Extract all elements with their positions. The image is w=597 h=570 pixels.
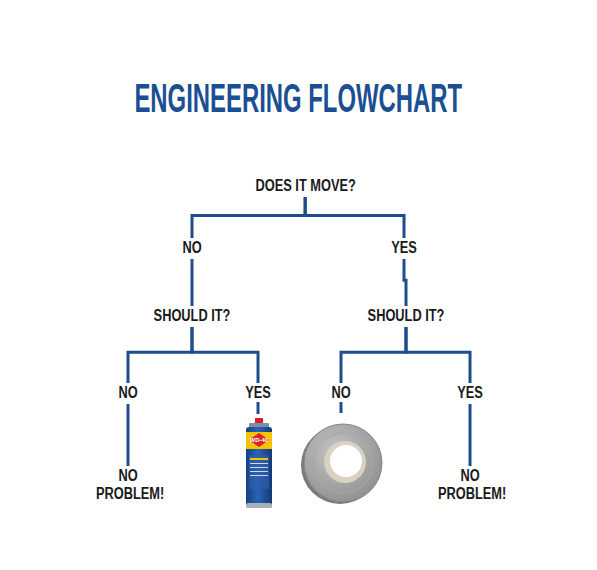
flow-text-node: SHOULD IT? bbox=[368, 307, 445, 325]
node-text: DOES IT MOVE? bbox=[255, 177, 355, 195]
flow-connector bbox=[191, 259, 194, 306]
flow-connector bbox=[128, 327, 192, 383]
node-text: NO PROBLEM! bbox=[438, 467, 502, 503]
node-text: YES bbox=[245, 384, 271, 402]
node-text: NO PROBLEM! bbox=[96, 467, 160, 503]
node-text: SHOULD IT? bbox=[154, 307, 231, 325]
can-logo-text: WD-40 bbox=[250, 437, 269, 444]
flow-text-node: NO bbox=[182, 239, 201, 257]
flow-connector bbox=[404, 259, 406, 306]
flow-text-node: NO bbox=[331, 384, 350, 402]
flow-text-node: DOES IT MOVE? bbox=[255, 177, 355, 195]
node-text: NO bbox=[118, 384, 137, 402]
flow-text-node: SHOULD IT? bbox=[154, 307, 231, 325]
diagram-title: ENGINEERING FLOWCHART bbox=[134, 76, 462, 120]
leader-line bbox=[257, 402, 260, 414]
node-text: NO bbox=[331, 384, 350, 402]
flow-text-node: YES bbox=[245, 384, 271, 402]
node-text: YES bbox=[457, 384, 483, 402]
node-text: SHOULD IT? bbox=[368, 307, 445, 325]
flow-text-node: YES bbox=[391, 239, 417, 257]
flow-connector bbox=[341, 327, 406, 383]
flow-connector bbox=[469, 404, 472, 466]
node-text: YES bbox=[391, 239, 417, 257]
flow-text-node: NO bbox=[118, 384, 137, 402]
flow-connector bbox=[305, 197, 404, 238]
flow-text-node: NO PROBLEM! bbox=[96, 467, 160, 503]
node-text: NO bbox=[182, 239, 201, 257]
flow-connector bbox=[192, 197, 305, 238]
leader-line bbox=[340, 402, 343, 413]
flow-connector bbox=[192, 327, 258, 383]
flow-connector bbox=[127, 404, 130, 466]
flow-text-node: YES bbox=[457, 384, 483, 402]
flow-text-node: NO PROBLEM! bbox=[438, 467, 502, 503]
duct-tape bbox=[301, 424, 382, 504]
flow-connector bbox=[406, 327, 470, 383]
spray-can bbox=[246, 418, 272, 508]
